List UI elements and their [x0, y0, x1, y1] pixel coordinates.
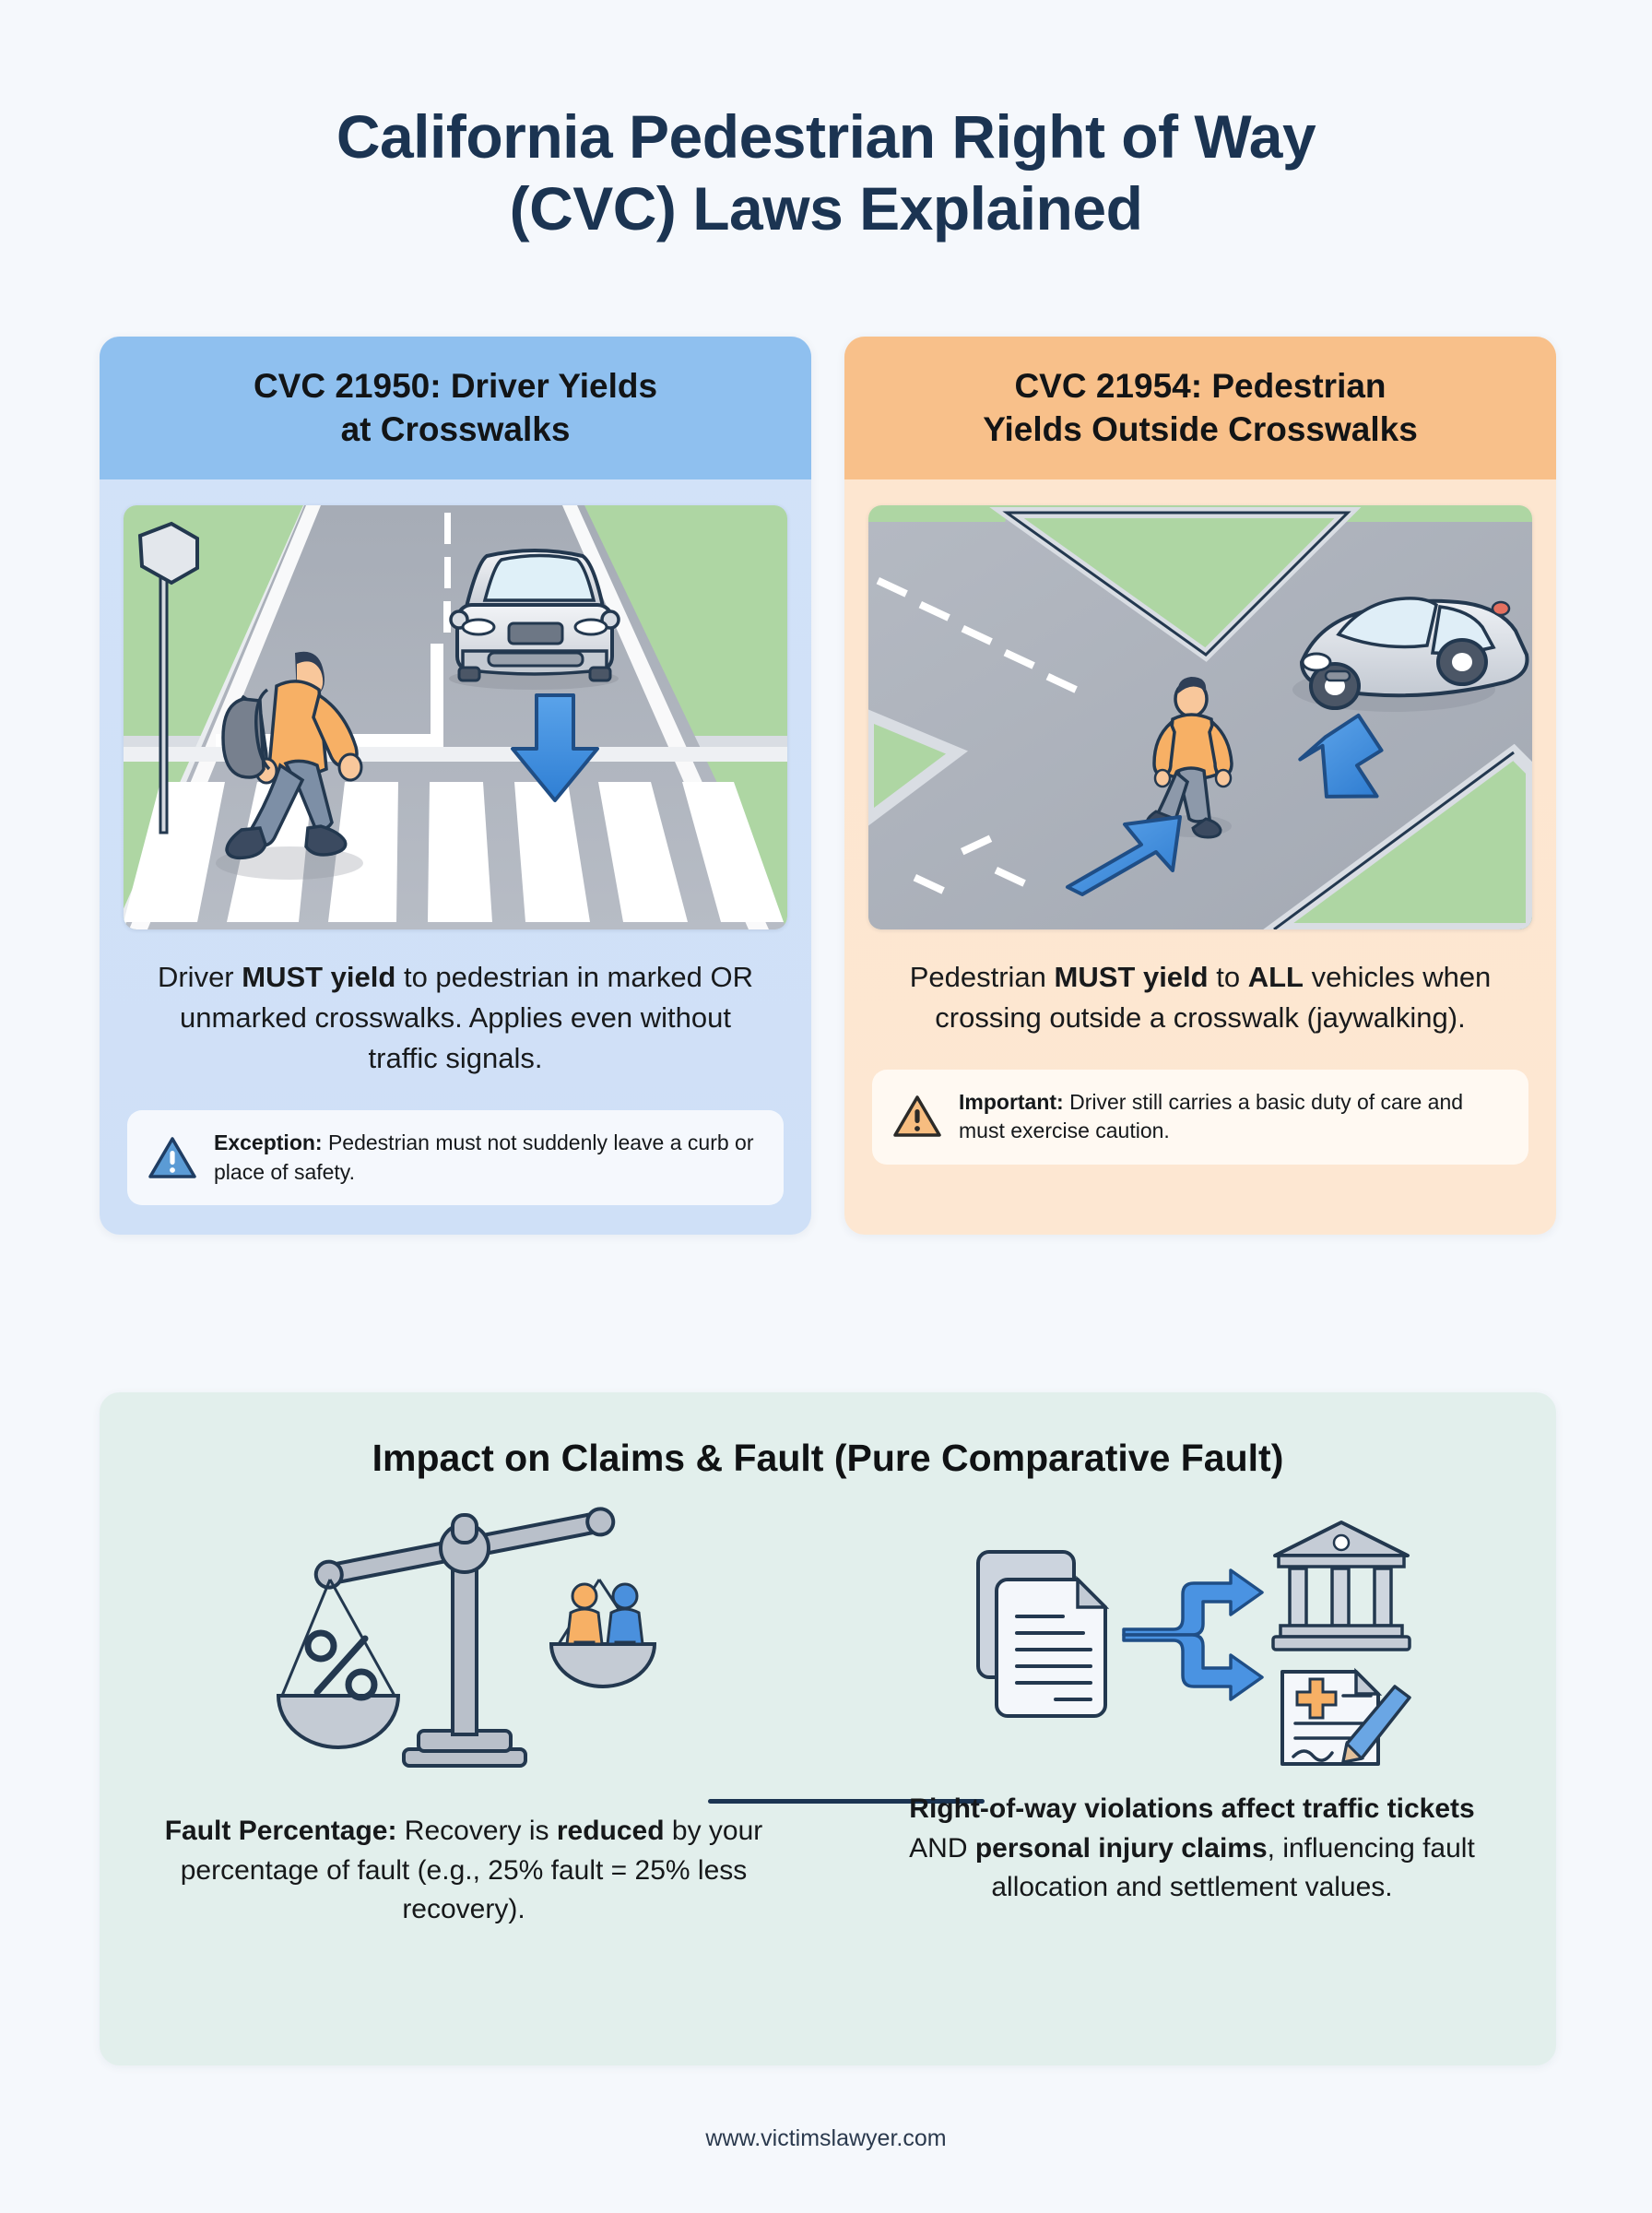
- left-seg: by your percentage of fault (e.g., 25% f…: [180, 1816, 763, 1925]
- impact-right-column: Right-of-way violations affect traffic t…: [828, 1485, 1556, 1908]
- card-cvc-21950-illustration-wrap: [100, 479, 811, 929]
- medical-claim-form-icon: [1280, 1667, 1411, 1766]
- card-cvc-21954-body: Pedestrian MUST yield to ALL vehicles wh…: [844, 929, 1556, 1038]
- left-seg-bold: reduced: [556, 1816, 665, 1846]
- stop-sign-icon: [137, 521, 199, 834]
- impact-panel-title: Impact on Claims & Fault (Pure Comparati…: [372, 1437, 1284, 1479]
- body-seg: to: [1208, 960, 1248, 993]
- card-cvc-21954-header-line-2: Yields Outside Crosswalks: [983, 410, 1418, 449]
- exception-body: Pedestrian must not suddenly leave a cur…: [214, 1130, 754, 1184]
- footer-url[interactable]: www.victimslawyer.com: [705, 2125, 947, 2151]
- card-cvc-21954: CVC 21954: Pedestrian Yields Outside Cro…: [844, 337, 1556, 1236]
- body-seg-bold: MUST yield: [1054, 960, 1209, 993]
- car-side-icon: [1292, 596, 1529, 712]
- card-cvc-21954-important-text: Important: Driver still carries a basic …: [959, 1088, 1508, 1146]
- impact-left-text: Fault Percentage: Recovery is reduced by…: [100, 1781, 828, 1930]
- right-seg: AND: [909, 1832, 975, 1864]
- card-cvc-21954-important-note: Important: Driver still carries a basic …: [872, 1069, 1528, 1166]
- card-cvc-21950-exception-note: Exception: Pedestrian must not suddenly …: [127, 1109, 784, 1206]
- car-front-icon: [449, 548, 620, 690]
- impact-panel: Impact on Claims & Fault (Pure Comparati…: [100, 1392, 1556, 2065]
- pedestrian-figure: [216, 651, 363, 880]
- fault-percentage-label: Fault Percentage:: [164, 1816, 397, 1846]
- body-seg: Pedestrian: [909, 960, 1055, 993]
- left-seg: Recovery is: [396, 1816, 557, 1846]
- documents-icon: [976, 1550, 1110, 1718]
- jaywalking-intersection-illustration: [868, 504, 1532, 929]
- important-label: Important:: [959, 1089, 1064, 1114]
- important-body: Driver still carries a basic duty of car…: [959, 1089, 1464, 1143]
- person-blue-figure: [606, 1582, 644, 1646]
- crosswalk-driver-yield-illustration: [124, 504, 787, 929]
- card-cvc-21954-header: CVC 21954: Pedestrian Yields Outside Cro…: [844, 337, 1556, 479]
- pedestrian-direction-arrow-icon: [1066, 814, 1182, 896]
- impact-right-text: Right-of-way violations affect traffic t…: [828, 1781, 1556, 1908]
- body-seg: Driver: [157, 960, 242, 993]
- yield-down-arrow-icon: [511, 692, 599, 802]
- impact-right-icon-area: [828, 1485, 1556, 1781]
- warning-triangle-icon: [148, 1136, 196, 1178]
- card-cvc-21950-header-line-2: at Crosswalks: [340, 410, 571, 449]
- impact-panel-row: Fault Percentage: Recovery is reduced by…: [100, 1485, 1556, 1930]
- courthouse-icon: [1271, 1521, 1411, 1651]
- right-seg: , influencing fault allocation and settl…: [991, 1832, 1475, 1903]
- warning-triangle-icon: [893, 1095, 941, 1138]
- exception-label: Exception:: [214, 1130, 323, 1154]
- card-cvc-21950-header: CVC 21950: Driver Yields at Crosswalks: [100, 337, 811, 479]
- impact-left-icon-area: [100, 1485, 828, 1781]
- balance-scales-percent-icon: [276, 1507, 657, 1768]
- body-seg-bold: ALL: [1247, 960, 1304, 993]
- person-orange-figure: [565, 1582, 604, 1646]
- page-title-line-2: (CVC) Laws Explained: [509, 173, 1143, 243]
- body-seg: vehicles when crossing outside a crosswa…: [935, 960, 1492, 1034]
- body-seg-bold: MUST yield: [242, 960, 396, 993]
- law-cards-row: CVC 21950: Driver Yields at Crosswalks: [100, 337, 1556, 1236]
- right-seg-bold: personal injury claims: [974, 1832, 1268, 1864]
- connector-line: [708, 1799, 985, 1804]
- vehicle-direction-arrow-icon: [1298, 713, 1384, 799]
- card-cvc-21950-body: Driver MUST yield to pedestrian in marke…: [100, 929, 811, 1079]
- branch-arrows-icon: [1122, 1568, 1264, 1701]
- documents-branch-courthouse-medical-icon: [976, 1521, 1411, 1766]
- pen-icon: [1341, 1685, 1411, 1764]
- card-cvc-21954-header-line-1: CVC 21954: Pedestrian: [1014, 367, 1386, 405]
- card-cvc-21950-exception-text: Exception: Pedestrian must not suddenly …: [214, 1129, 763, 1187]
- card-cvc-21950-header-line-1: CVC 21950: Driver Yields: [253, 367, 658, 405]
- page-title-line-1: California Pedestrian Right of Way: [336, 102, 1316, 171]
- impact-left-column: Fault Percentage: Recovery is reduced by…: [100, 1485, 828, 1930]
- body-seg: to pedestrian in marked OR unmarked cros…: [180, 960, 754, 1074]
- card-cvc-21954-illustration-wrap: [844, 479, 1556, 929]
- right-seg-bold: Right-of-way violations affect traffic t…: [909, 1793, 1475, 1824]
- card-cvc-21950: CVC 21950: Driver Yields at Crosswalks: [100, 337, 811, 1236]
- page-title: California Pedestrian Right of Way (CVC)…: [0, 101, 1652, 245]
- pedestrian-figure: [1145, 676, 1233, 839]
